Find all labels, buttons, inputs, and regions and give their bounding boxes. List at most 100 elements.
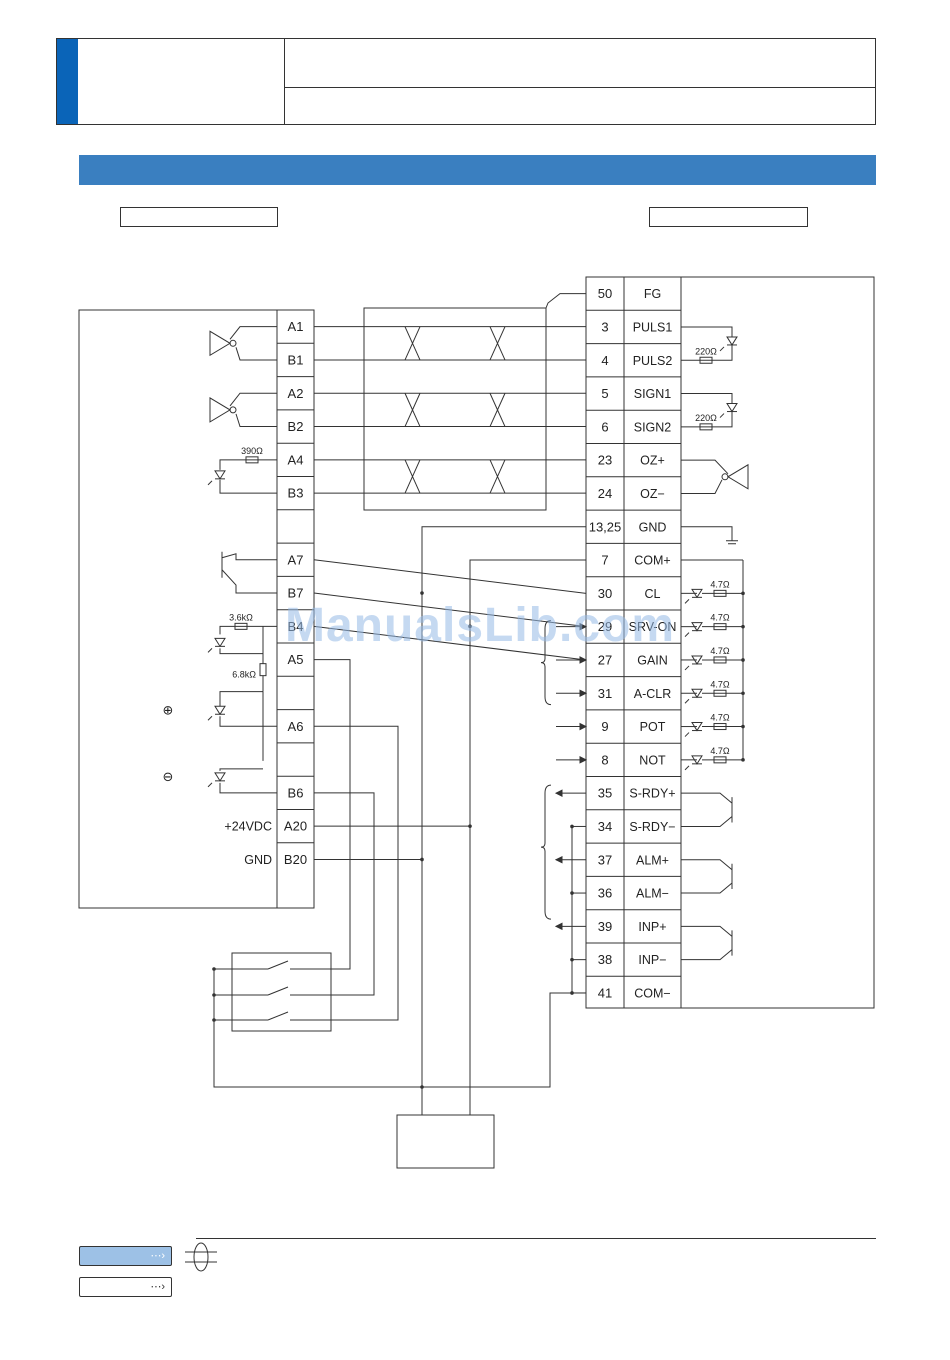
- watermark: ManualsLib.com: [284, 599, 676, 652]
- junction-dot: [212, 1018, 216, 1022]
- left-pin-B6: B6: [288, 785, 304, 800]
- left-pin-A7: A7: [288, 552, 304, 567]
- driver-connector: [585, 276, 682, 1009]
- resistor-390-value: 390Ω: [241, 446, 263, 456]
- wire: [681, 882, 733, 894]
- arrow-head: [579, 622, 588, 631]
- driver-signal-2: PULS2: [633, 354, 673, 368]
- wire: [290, 725, 399, 1021]
- light-arrow: [207, 715, 213, 721]
- driver-pin-31: 31: [598, 686, 612, 701]
- resistor-4.7-value: 4.7Ω: [710, 646, 730, 656]
- wire: [219, 459, 277, 470]
- receiver-bubble: [721, 473, 729, 481]
- header-divider-vertical: [284, 38, 285, 125]
- arrow-head: [579, 756, 588, 764]
- twist: [404, 326, 421, 361]
- wire: [681, 949, 733, 961]
- wire: [235, 413, 277, 428]
- input-led: [691, 588, 703, 599]
- dotted-arrow-icon: ⋯›: [150, 1281, 165, 1293]
- driver-pin-30: 30: [598, 586, 612, 601]
- ground-wire: [421, 526, 586, 1115]
- driver-pin-8: 8: [601, 752, 608, 767]
- driver-signal-8: COM+: [634, 554, 670, 568]
- header-tab: [56, 38, 78, 125]
- input-led: [691, 722, 703, 732]
- twist: [489, 393, 506, 427]
- driver-pin-37: 37: [598, 852, 612, 867]
- driver-pin-3: 3: [601, 319, 608, 334]
- driver-signal-20: INP−: [638, 953, 666, 967]
- resistor-220: [699, 356, 713, 364]
- driver-signal-19: INP+: [638, 920, 666, 934]
- driver-signal-12: A-CLR: [634, 687, 672, 701]
- junction-dot: [420, 1085, 424, 1089]
- driver-signal-10: SRV-ON: [629, 620, 677, 634]
- switch-box: [231, 952, 332, 1032]
- resistor-4.7: [713, 623, 727, 631]
- header-divider-horizontal: [284, 87, 876, 88]
- driver-pin-24: 24: [598, 486, 612, 501]
- driver-signal-16: S-RDY−: [629, 820, 675, 834]
- resistor-220: [699, 423, 713, 431]
- power-supply-box: [396, 1114, 495, 1169]
- arrow-head: [554, 789, 563, 797]
- left-pin-A1: A1: [288, 319, 304, 334]
- wire: [219, 768, 263, 771]
- wire: [681, 393, 733, 404]
- left-pin-A5: A5: [288, 652, 304, 667]
- left-pin-A2: A2: [288, 386, 304, 401]
- driver-pin-6: 6: [601, 419, 608, 434]
- wire: [681, 479, 723, 494]
- driver-pin-38: 38: [598, 952, 612, 967]
- resistor-390: [245, 456, 259, 464]
- driver-signal-3: SIGN1: [634, 387, 672, 401]
- input-led: [214, 705, 226, 716]
- resistor-6.8k-value: 6.8kΩ: [232, 670, 256, 680]
- arrow-head: [554, 922, 563, 931]
- driver-pin-7: 7: [601, 553, 608, 568]
- light-arrow: [684, 632, 690, 638]
- input-led: [214, 772, 226, 782]
- resistor-4.7-value: 4.7Ω: [710, 613, 730, 623]
- resistor-4.7-value: 4.7Ω: [710, 679, 730, 689]
- junction-dot: [468, 624, 472, 629]
- input-led: [691, 622, 703, 632]
- driver-signal-17: ALM+: [636, 853, 669, 867]
- legend-box-filled: ⋯›: [79, 1246, 172, 1266]
- input-led: [214, 637, 226, 648]
- light-arrow: [684, 665, 690, 671]
- junction-dot: [570, 824, 574, 829]
- light-arrow: [684, 698, 690, 704]
- wire: [219, 691, 263, 707]
- driver-bubble: [229, 339, 237, 347]
- junction-dot: [468, 824, 472, 828]
- light-arrow: [719, 346, 725, 352]
- driver-pin-39: 39: [598, 919, 612, 934]
- switch-contact: [267, 1011, 289, 1021]
- wire: [313, 592, 587, 628]
- wire: [681, 859, 733, 871]
- driver-signal-6: OZ−: [640, 487, 665, 501]
- resistor-4.7: [713, 656, 727, 664]
- minus-symbol: ⊖: [163, 769, 174, 784]
- optocoupler-led: [726, 336, 738, 346]
- light-arrow: [207, 782, 213, 788]
- legend-box-outline: ⋯›: [79, 1277, 172, 1297]
- left-pin-B4: B4: [288, 619, 304, 634]
- shielded-cable-icon: [185, 1242, 217, 1272]
- wire: [681, 925, 733, 937]
- junction-dot: [420, 857, 424, 862]
- driver-label-box: [649, 207, 808, 227]
- controller-label-box: [120, 207, 278, 227]
- com-plus-wire: [469, 559, 586, 1115]
- supply-24v-label: +24VDC: [224, 820, 272, 834]
- wire: [290, 792, 375, 996]
- light-arrow: [684, 732, 690, 737]
- left-pin-A6: A6: [288, 719, 304, 734]
- driver-signal-14: NOT: [639, 753, 666, 767]
- resistor-4.7: [713, 589, 727, 597]
- optocoupler-led: [726, 403, 738, 413]
- resistor-4.7-value: 4.7Ω: [710, 713, 730, 723]
